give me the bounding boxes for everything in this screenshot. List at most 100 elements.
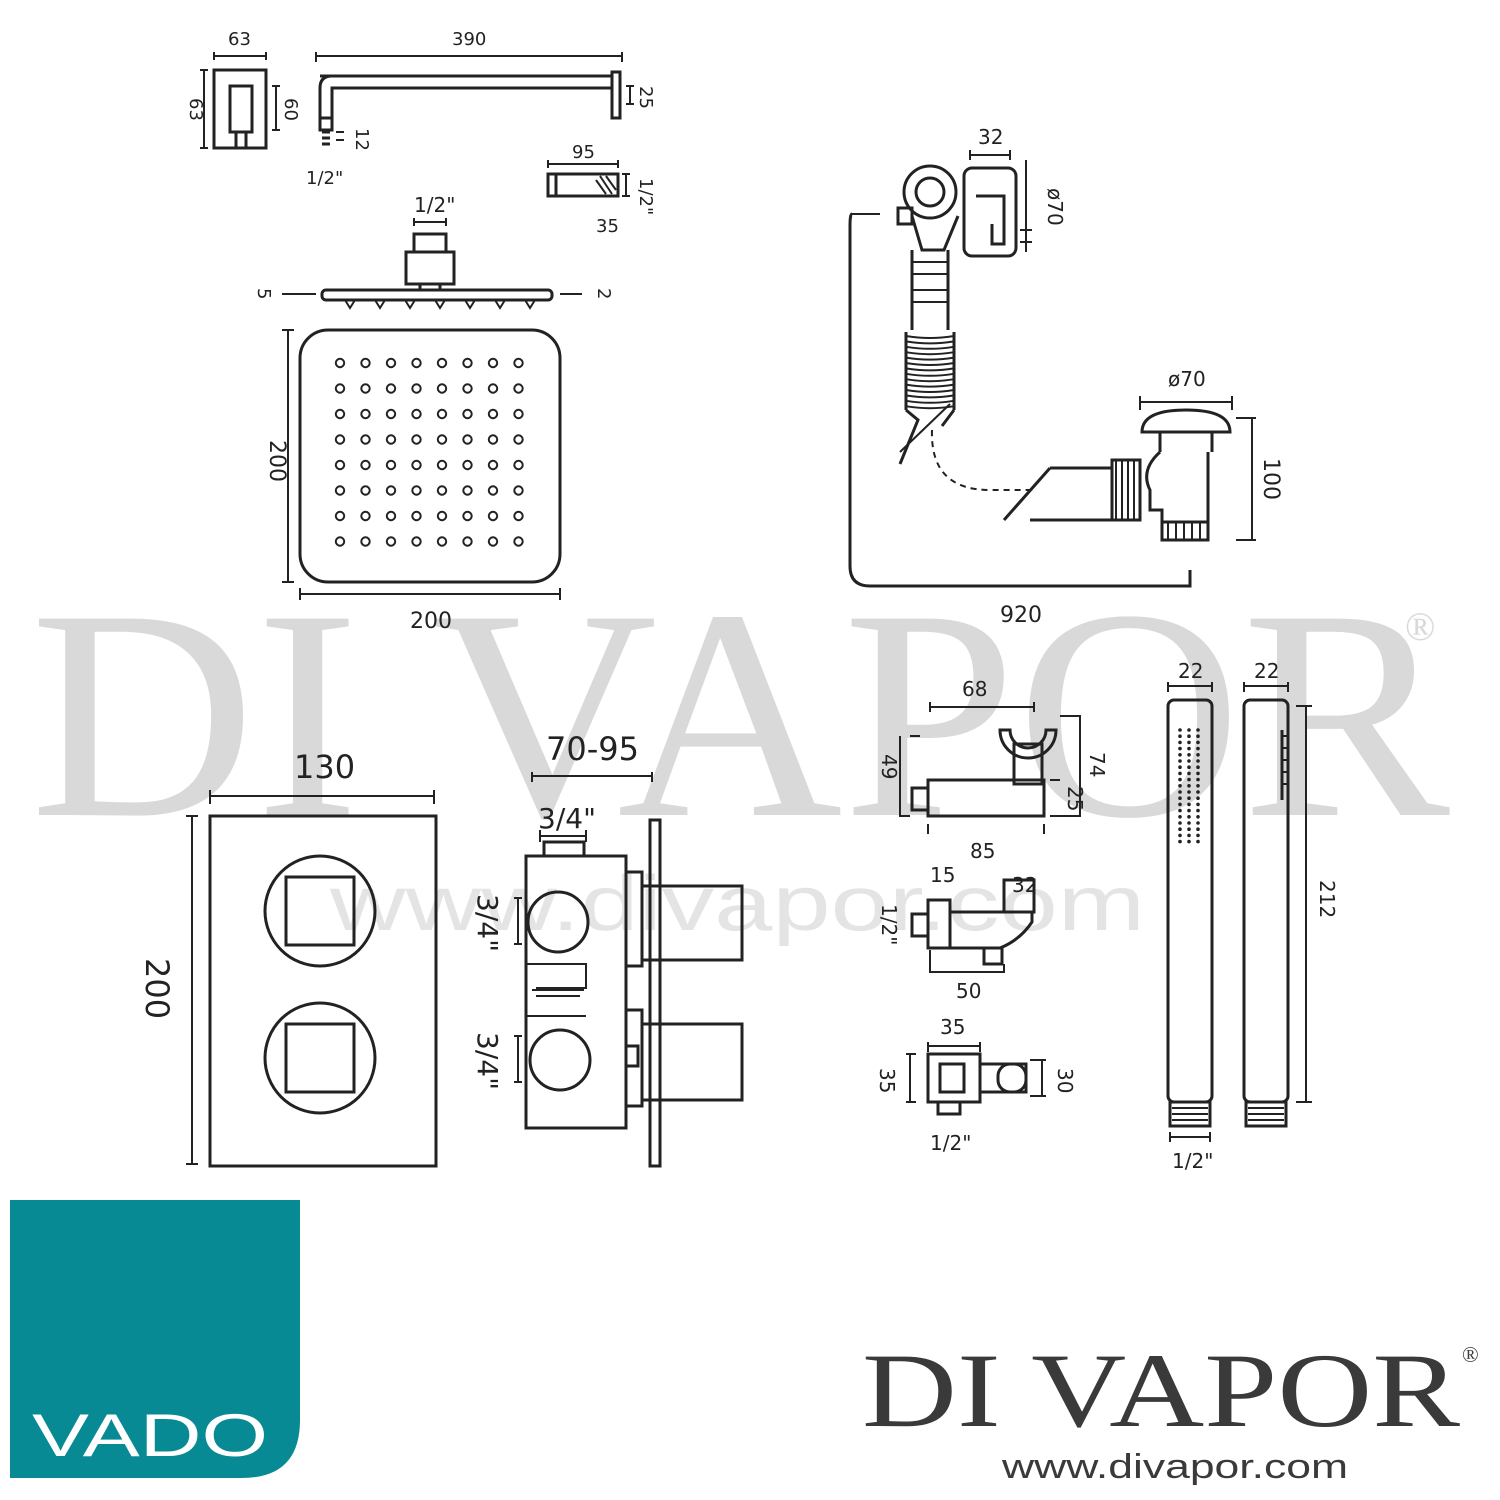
- nozzle: [513, 510, 524, 522]
- dim-filler-top-width: 32: [978, 125, 1003, 149]
- spray-hole: [1196, 734, 1200, 738]
- vado-logo-text: VADO: [32, 1402, 268, 1469]
- dim-valve-inlet: 3/4": [538, 802, 596, 835]
- nozzle: [360, 510, 371, 522]
- dim-arm-thread: 1/2": [306, 168, 343, 189]
- divapor-logo: DI VAPOR ® www.divapor.com: [862, 1332, 1479, 1486]
- handset-spray-holes: [1178, 728, 1200, 844]
- spray-hole: [1196, 777, 1200, 782]
- nozzle: [436, 383, 448, 394]
- divapor-logo-url: www.divapor.com: [1001, 1448, 1348, 1486]
- spray-hole: [1187, 753, 1191, 757]
- spray-hole: [1196, 728, 1200, 732]
- hose-ridge: [905, 351, 955, 356]
- spray-hole: [1187, 808, 1191, 813]
- spray-hole: [1178, 734, 1182, 738]
- nozzle: [436, 510, 448, 522]
- dim-head-width: 200: [410, 609, 452, 634]
- nozzle: [411, 459, 422, 471]
- nozzle: [411, 536, 422, 547]
- spray-hole: [1196, 753, 1200, 757]
- spray-hole: [1178, 771, 1182, 776]
- nozzle: [334, 485, 346, 496]
- dim-wall-elbow-width: 63: [228, 29, 251, 50]
- spray-hole: [1178, 759, 1182, 763]
- spray-hole: [1187, 790, 1191, 794]
- dim-bracket-thread: 1/2": [877, 904, 901, 945]
- spray-hole: [1187, 821, 1191, 825]
- dim-elbow-height2: 30: [1053, 1068, 1077, 1093]
- watermark-reg: ®: [1405, 604, 1435, 649]
- nozzle: [462, 536, 473, 547]
- dim-holder-h3: 25: [1063, 786, 1087, 811]
- nozzle: [436, 459, 448, 471]
- nozzle: [360, 459, 371, 471]
- dim-handset-thread: 1/2": [1172, 1149, 1213, 1173]
- dim-ceiling-arm-length: 95: [572, 142, 595, 163]
- nozzle: [334, 459, 346, 471]
- outlet-bracket-drawing: 15 32 1/2" 50: [877, 863, 1037, 1003]
- nozzle: [462, 459, 473, 471]
- hose-ridge: [905, 405, 955, 410]
- nozzle: [385, 459, 397, 471]
- nozzle: [462, 434, 473, 445]
- dim-holder-width: 68: [962, 677, 987, 701]
- nozzle: [436, 536, 448, 547]
- spray-hole: [1178, 746, 1182, 751]
- spray-hole: [1196, 808, 1200, 813]
- spray-hole: [1178, 753, 1182, 757]
- nozzle: [436, 357, 448, 369]
- nozzle: [513, 408, 524, 420]
- nozzle: [513, 357, 524, 369]
- nozzle: [411, 408, 422, 420]
- dim-bracket-b: 32: [1012, 873, 1037, 897]
- spray-hole: [1187, 833, 1191, 838]
- dim-elbow-width: 35: [940, 1015, 965, 1039]
- dim-head-edge-left: 5: [253, 288, 274, 299]
- nozzle: [385, 536, 397, 547]
- dim-arm-thread-len: 12: [351, 128, 372, 151]
- spray-hole: [1178, 802, 1182, 807]
- dim-holder-h1: 49: [877, 754, 901, 779]
- valve-front-drawing: 130 200: [138, 748, 438, 1168]
- nozzle: [513, 485, 524, 496]
- bath-filler-drawing: 920 32 ø70 ø70 100: [848, 125, 1283, 628]
- nozzle: [411, 510, 422, 522]
- divapor-logo-brand: DI VAPOR: [862, 1332, 1460, 1449]
- nozzle: [462, 408, 473, 420]
- nozzle: [385, 510, 397, 522]
- spray-hole: [1196, 833, 1200, 838]
- holder-drawing: 68 49 74 25 85: [877, 677, 1109, 863]
- nozzle: [334, 536, 346, 547]
- watermark-brand: DI VAPOR: [30, 548, 1452, 880]
- dim-filler-outlet-dia: ø70: [1043, 188, 1067, 226]
- nozzle: [462, 485, 473, 496]
- nozzle: [487, 408, 499, 420]
- nozzle: [360, 383, 371, 394]
- spray-hole: [1187, 815, 1191, 819]
- nozzle: [436, 408, 448, 420]
- dim-valve-outlet2: 3/4": [471, 1032, 504, 1090]
- spray-hole: [1178, 827, 1182, 831]
- nozzle: [360, 357, 371, 369]
- hose-ridge: [905, 389, 955, 393]
- spray-hole: [1178, 790, 1182, 794]
- nozzle: [411, 383, 422, 394]
- nozzle: [436, 485, 448, 496]
- spray-hole: [1187, 784, 1191, 788]
- hose-ridge: [905, 335, 955, 339]
- dim-valve-width: 130: [294, 748, 355, 786]
- dim-wall-elbow-height: 63: [185, 98, 206, 121]
- nozzle: [487, 357, 499, 369]
- wall-elbow-drawing: 63 63 60: [185, 29, 301, 150]
- hose-ridge: [905, 378, 955, 383]
- spray-hole: [1196, 790, 1200, 794]
- dim-valve-depth: 70-95: [546, 730, 639, 768]
- spray-hole: [1178, 821, 1182, 825]
- spray-hole: [1196, 784, 1200, 788]
- dim-waste-dia: ø70: [1168, 367, 1206, 391]
- nozzle: [360, 408, 371, 420]
- dim-elbow-thread: 1/2": [930, 1131, 971, 1155]
- spray-hole: [1178, 784, 1182, 788]
- nozzle: [411, 434, 422, 445]
